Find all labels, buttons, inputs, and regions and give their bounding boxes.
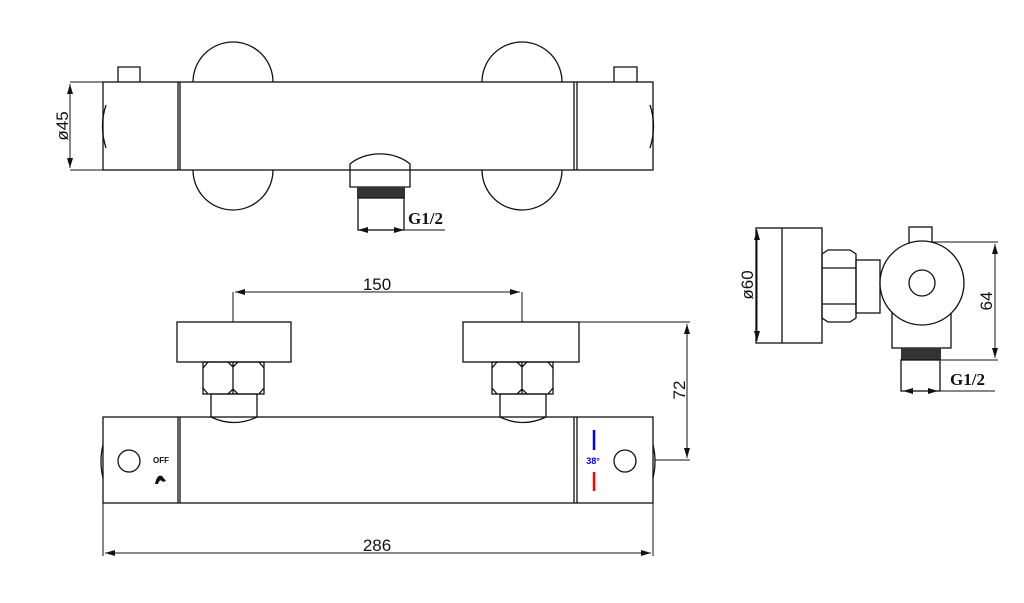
thread [357,187,405,198]
knob-side [755,227,823,344]
side-height-label: 64 [977,292,996,311]
valve-body-top [102,81,654,171]
side-view: G1/2 64 ø60 [738,226,998,394]
right-handle-hole [613,449,637,473]
temperature-label: 38° [586,456,600,466]
top-diameter-label: ø45 [53,111,72,140]
left-handle-hole [117,449,141,473]
front-view: 150 OFF 38° 286 72 [100,275,690,556]
side-thread [901,348,941,360]
side-thread-label: G1/2 [950,370,985,389]
left-eccentric [176,321,292,424]
top-view: G1/2 ø45 [53,41,655,233]
right-eccentric [462,321,580,424]
flow-arrow-icon [155,475,166,484]
valve-body-front [102,416,654,504]
top-thread-label: G1/2 [408,209,443,228]
off-label: OFF [153,456,169,465]
depth-label: 72 [670,381,689,400]
knob-diameter-label: ø60 [738,270,757,299]
center-distance-label: 150 [363,275,391,294]
length-label: 286 [363,536,391,555]
